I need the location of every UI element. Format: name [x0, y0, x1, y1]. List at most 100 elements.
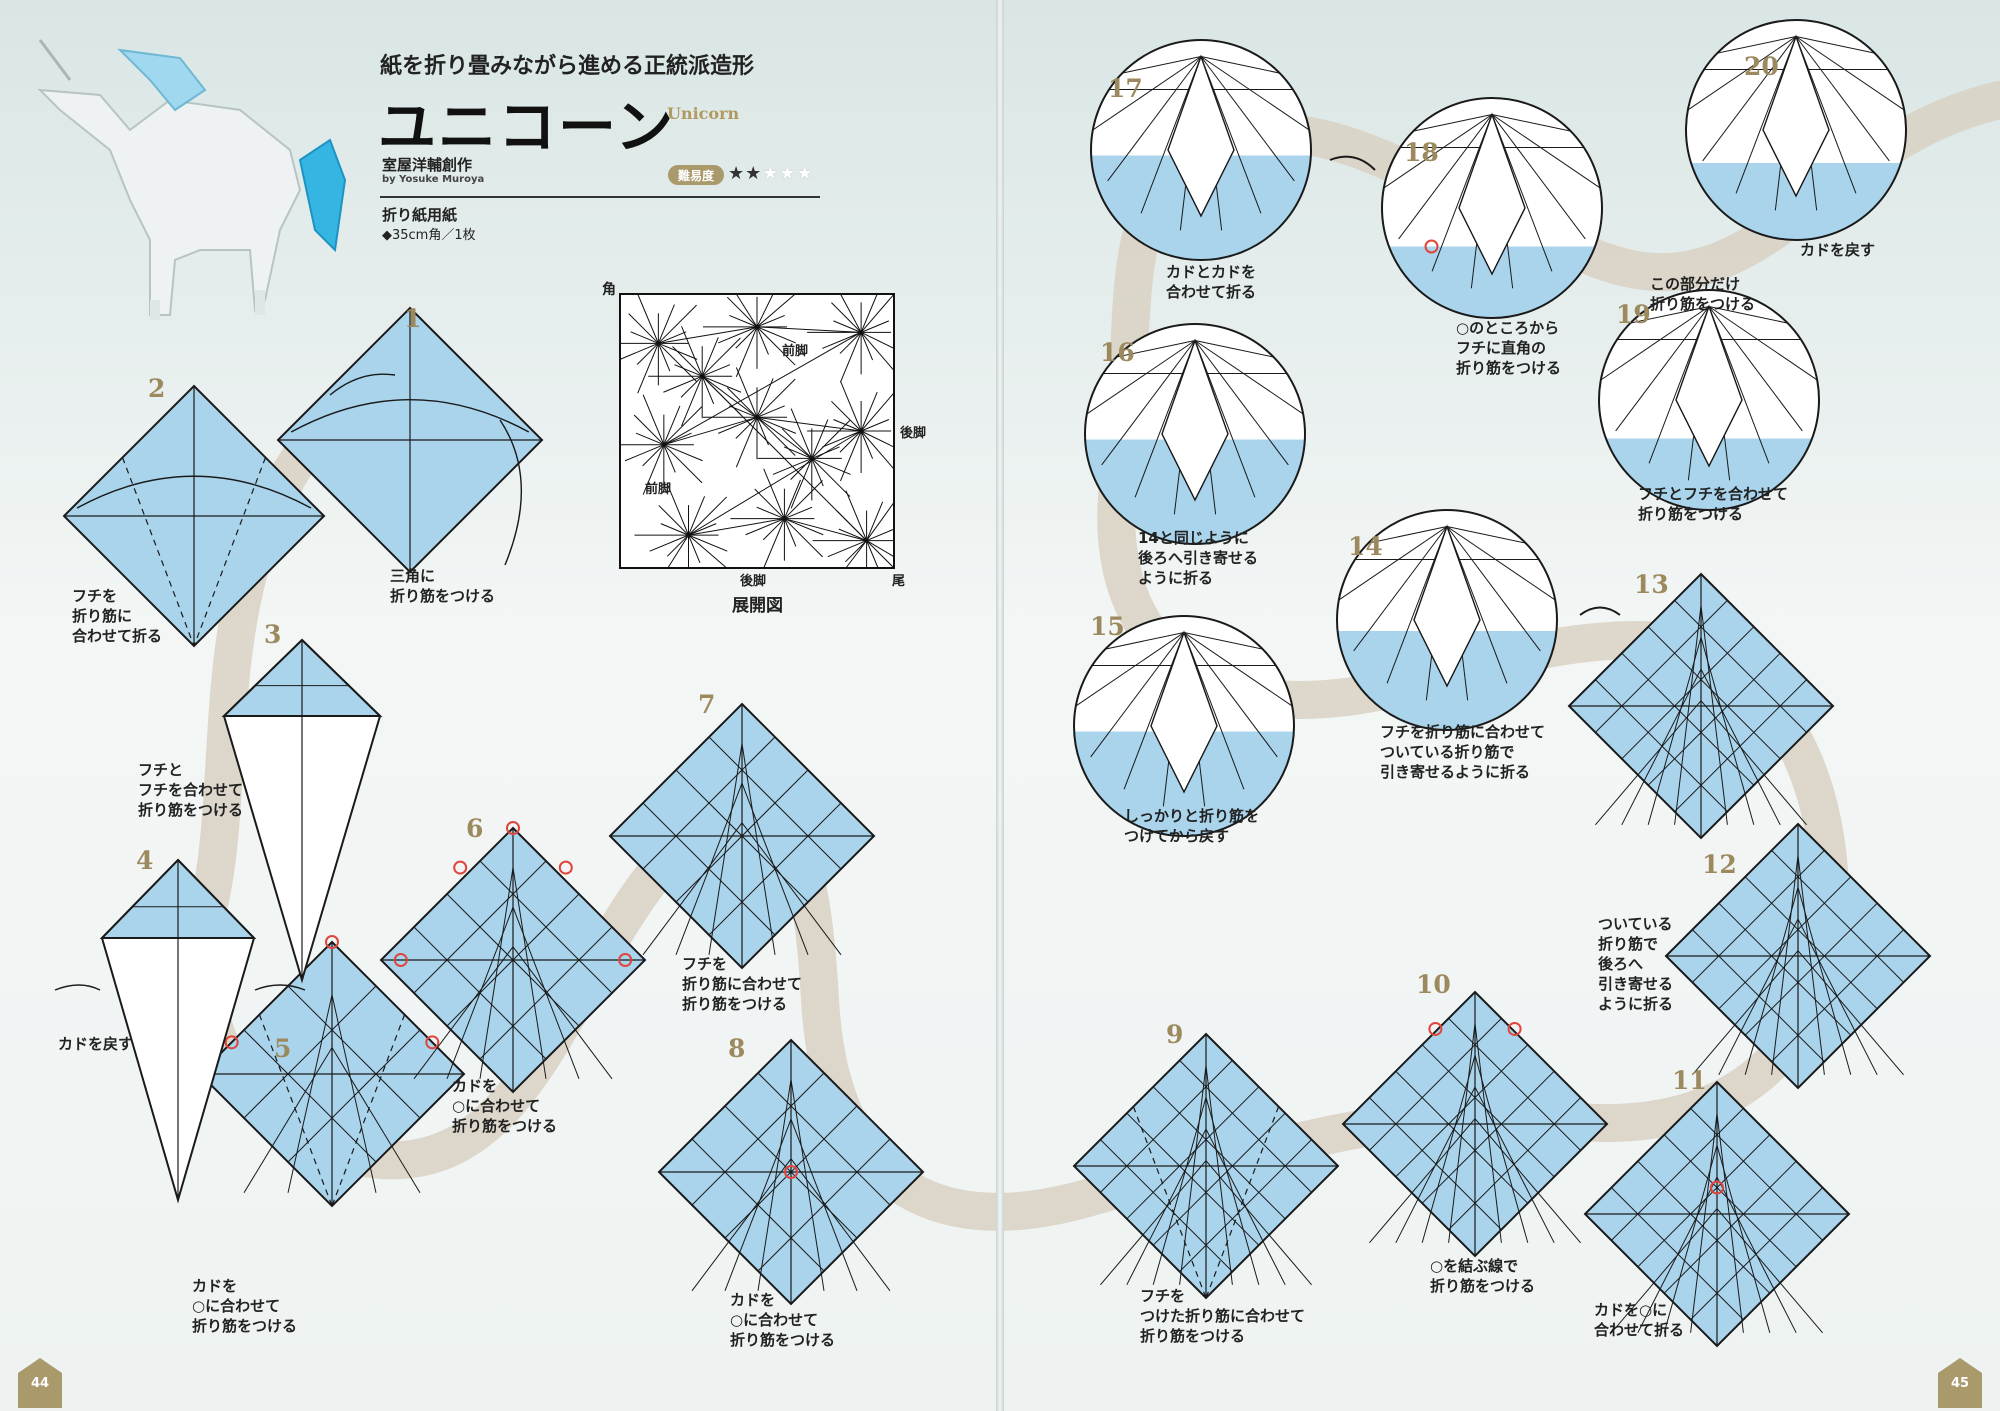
cp-crease [637, 343, 659, 394]
crease-line [642, 736, 776, 870]
crease-line [1795, 36, 1906, 117]
mark-circle-icon [506, 821, 520, 835]
cp-crease [729, 314, 758, 328]
cp-crease [701, 337, 719, 377]
cp-crease [866, 501, 884, 541]
cp-crease [839, 332, 862, 383]
fold-dashed [1132, 1106, 1207, 1299]
crease-line [757, 1079, 792, 1291]
crease-line [1395, 1070, 1529, 1204]
cp-crease [701, 375, 813, 459]
cp-crease [658, 342, 697, 382]
cp-crease [860, 430, 895, 448]
step-1-diagram [276, 306, 544, 574]
cp-crease [845, 540, 867, 563]
step-7-diagram [608, 702, 876, 970]
step-number-19: 19 [1616, 300, 1651, 329]
cp-crease [781, 428, 813, 459]
cp-crease [635, 432, 665, 446]
page-title: ユニコーン [378, 93, 676, 161]
fold-dashed [1205, 1106, 1280, 1299]
crease-line [1183, 632, 1294, 713]
title-subtitle: 紙を折り畳みながら進める正統派造形 [380, 54, 755, 79]
cp-crease [756, 405, 785, 418]
crease-line [1200, 56, 1311, 137]
cp-label-front-leg-1: 前脚 [782, 344, 809, 359]
title-divider [380, 196, 820, 198]
cp-crease [657, 304, 675, 344]
step-caption-17: カドとカドを 合わせて折る [1166, 263, 1257, 301]
cp-crease [735, 416, 758, 439]
step-8-diagram [657, 1038, 925, 1306]
crease-line [1448, 1018, 1581, 1151]
crease-line [1179, 1065, 1207, 1285]
crease-line [1637, 1134, 1771, 1268]
cp-crease [688, 496, 728, 536]
crease-line [446, 893, 580, 1027]
crease-line [708, 743, 743, 955]
crease-line [1595, 679, 1728, 812]
crease-line [1615, 306, 1710, 432]
step-19-note: この部分だけ 折り筋をつける [1650, 275, 1756, 313]
crease-line [790, 1158, 891, 1292]
step-caption-14: フチを折り筋に合わせて ついている折り筋で 引き寄せるように折る [1380, 723, 1546, 781]
crease-line [1448, 1023, 1476, 1243]
cp-crease [663, 405, 681, 445]
step-caption-2: フチを 折り筋に 合わせて折る [72, 587, 163, 645]
crease-line [1690, 1187, 1823, 1320]
paper-flap [1161, 338, 1229, 502]
mark-circle-icon [1428, 1021, 1443, 1036]
crease-line [1474, 1118, 1581, 1244]
step-caption-10: ○を結ぶ線で 折り筋をつける [1430, 1257, 1536, 1295]
fold-arrow [76, 475, 312, 509]
crease-line [708, 736, 842, 870]
crease-line [1085, 340, 1196, 421]
zoom-content [1382, 98, 1602, 318]
cp-crease [666, 534, 689, 557]
crease-line [512, 946, 613, 1080]
cp-crease [756, 506, 785, 520]
crease-line [1100, 1060, 1233, 1193]
cp-crease [624, 444, 665, 462]
crease-line [1431, 114, 1493, 272]
cp-crease [811, 458, 851, 497]
cp-crease [831, 400, 862, 432]
cp-crease [681, 376, 703, 427]
mark-circle-icon [1710, 1180, 1724, 1195]
step-number-18: 18 [1404, 138, 1439, 167]
cp-crease [860, 320, 890, 333]
cp-crease [784, 506, 813, 520]
cp-crease [756, 326, 862, 333]
mark-circle-icon [784, 1165, 798, 1179]
crease-line [1744, 876, 1878, 1010]
cp-crease [827, 540, 867, 558]
step-caption-7: フチを 折り筋に合わせて 折り筋をつける [682, 955, 803, 1013]
cp-crease [754, 488, 785, 520]
mark-circle-icon [325, 935, 339, 949]
step-number-20: 20 [1744, 52, 1779, 81]
zoom-frame [1084, 323, 1306, 545]
crease-line [1183, 632, 1245, 790]
crease-line [446, 907, 514, 1079]
step-number-5: 5 [274, 1034, 292, 1063]
step-number-4: 4 [136, 846, 154, 875]
mark-circle-icon [618, 953, 633, 967]
cp-crease [840, 293, 862, 333]
crease-line [287, 985, 421, 1119]
mark-circle-icon [393, 953, 408, 967]
cp-crease [663, 416, 758, 446]
crease-line [1491, 114, 1586, 240]
crease-line [1611, 1108, 1744, 1241]
step-number-1: 1 [404, 304, 422, 333]
cp-label-hind-leg-2: 後脚 [740, 574, 767, 589]
cp-crease [784, 480, 823, 520]
crease-line [1599, 306, 1710, 387]
step-9-diagram [1072, 1032, 1340, 1300]
crease-line [1101, 340, 1196, 466]
crease-line [1179, 1060, 1312, 1193]
cp-crease [762, 518, 785, 541]
crease-line [1797, 855, 1825, 1075]
step-caption-5: カドを ○に合わせて 折り筋をつける [192, 1277, 298, 1335]
crease-line [642, 822, 743, 956]
zoom-content [1337, 510, 1557, 730]
